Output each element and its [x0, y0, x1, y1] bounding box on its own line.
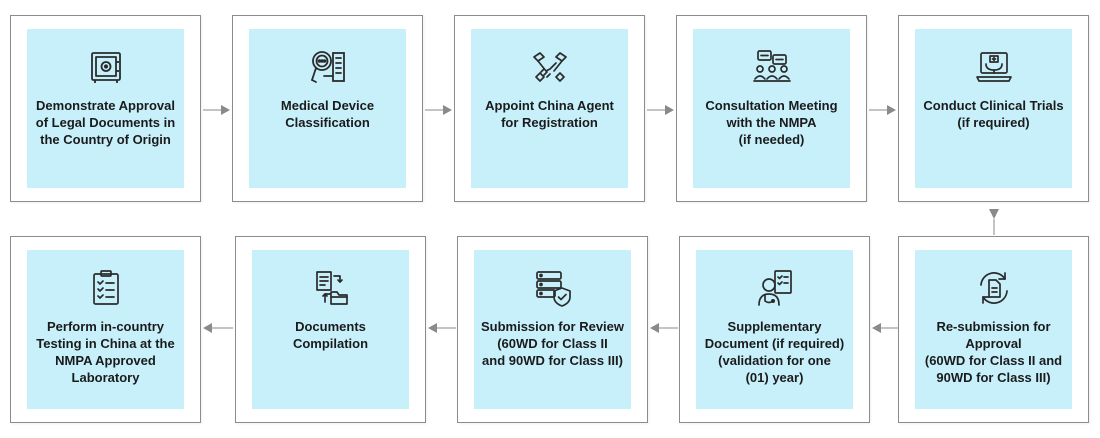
- step-9: Documents Compilation: [235, 236, 426, 423]
- step-1: Demonstrate Approval of Legal Documents …: [10, 15, 201, 202]
- step-label: Appoint China Agent for Registration: [485, 98, 614, 130]
- step-4: Consultation Meeting with the NMPA (if n…: [676, 15, 867, 202]
- step-label: Supplementary Document (if required) (va…: [704, 319, 845, 385]
- step-label: Demonstrate Approval of Legal Documents …: [35, 98, 176, 147]
- arrow-left: [428, 322, 456, 334]
- arrow-right: [203, 104, 231, 116]
- step-7: Supplementary Document (if required) (va…: [679, 236, 870, 423]
- step-label: Conduct Clinical Trials (if required): [923, 98, 1064, 130]
- step-label: Submission for Review (60WD for Class II…: [480, 319, 625, 368]
- arrow-right: [425, 104, 453, 116]
- step-6: Re-submission for Approval (60WD for Cla…: [898, 236, 1089, 423]
- laptop-medical-icon: [974, 47, 1014, 87]
- cycle-document-icon: [974, 268, 1014, 308]
- arrow-down: [988, 203, 1000, 235]
- doctor-checklist-icon: [755, 268, 795, 308]
- step-8: Submission for Review (60WD for Class II…: [457, 236, 648, 423]
- step-3: Appoint China Agent for Registration: [454, 15, 645, 202]
- step-label: Perform in-country Testing in China at t…: [36, 319, 175, 385]
- step-5: Conduct Clinical Trials (if required): [898, 15, 1089, 202]
- handshake-icon: [530, 47, 570, 87]
- documents-folder-icon: [311, 268, 351, 308]
- step-label: Medical Device Classification: [280, 98, 375, 130]
- server-shield-icon: [533, 268, 573, 308]
- magnifier-document-icon: [308, 47, 348, 87]
- step-label: Consultation Meeting with the NMPA (if n…: [705, 98, 838, 147]
- arrow-left: [203, 322, 233, 334]
- step-label: Re-submission for Approval (60WD for Cla…: [924, 319, 1063, 385]
- clipboard-checklist-icon: [86, 268, 126, 308]
- arrow-right: [869, 104, 897, 116]
- step-label: Documents Compilation: [292, 319, 369, 351]
- meeting-icon: [752, 47, 792, 87]
- arrow-left: [650, 322, 678, 334]
- arrow-right: [647, 104, 675, 116]
- step-2: Medical Device Classification: [232, 15, 423, 202]
- safe-icon: [86, 47, 126, 87]
- step-10: Perform in-country Testing in China at t…: [10, 236, 201, 423]
- arrow-left: [872, 322, 898, 334]
